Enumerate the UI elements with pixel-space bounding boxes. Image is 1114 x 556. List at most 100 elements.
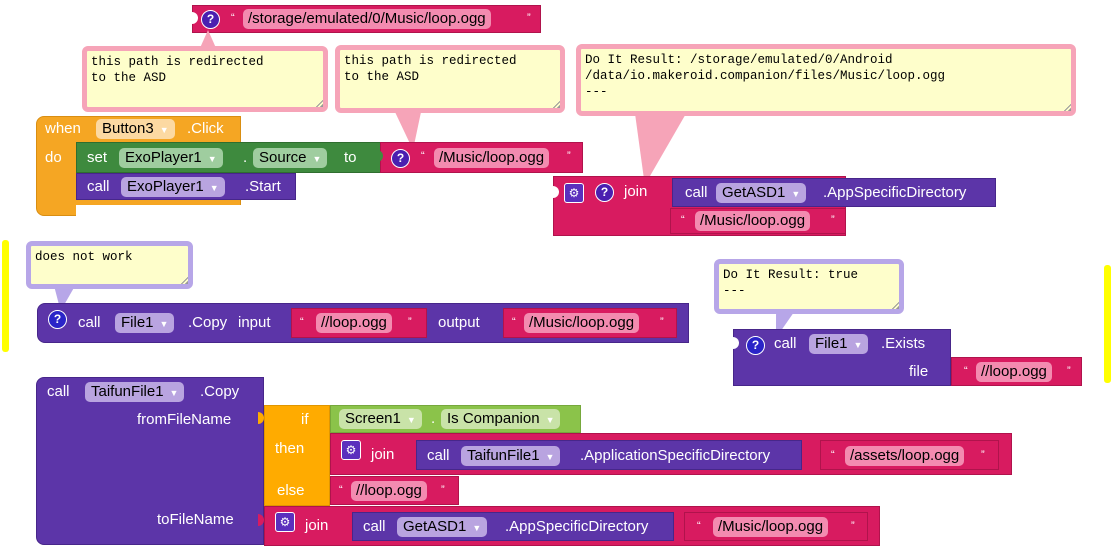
- call-appspecificdirectory-block[interactable]: call GetASD1▼ .AppSpecificDirectory: [672, 178, 996, 207]
- screen-dropdown[interactable]: Screen1▼: [339, 409, 422, 429]
- call-start-block[interactable]: call ExoPlayer1▼ .Start: [76, 173, 296, 200]
- component-dropdown[interactable]: File1▼: [115, 313, 175, 333]
- string-value[interactable]: /storage/emulated/0/Music/loop.ogg: [243, 9, 491, 29]
- close-quote: ”: [981, 449, 985, 461]
- component-dropdown[interactable]: ExoPlayer1▼: [119, 148, 223, 168]
- call-label: call: [78, 314, 101, 331]
- puzzle-notch: [258, 412, 264, 424]
- close-quote: ”: [527, 12, 531, 24]
- component-dropdown[interactable]: GetASD1▼: [716, 183, 807, 203]
- method-name: .Start: [245, 178, 281, 195]
- gear-icon[interactable]: ⚙: [341, 440, 361, 460]
- method-name: .AppSpecificDirectory: [823, 184, 967, 201]
- method-name: .Copy: [200, 383, 240, 400]
- open-quote: “: [831, 449, 835, 461]
- text-block-storage-path[interactable]: ? “ /storage/emulated/0/Music/loop.ogg ”: [192, 5, 541, 33]
- close-quote: ”: [1067, 365, 1071, 377]
- string-value[interactable]: /Music/loop.ogg: [434, 148, 550, 168]
- taifun-copy-block[interactable]: call TaifunFile1▼ .Copy fromFileName toF…: [36, 377, 264, 545]
- call-label: call: [427, 447, 450, 464]
- call-label: call: [363, 518, 386, 535]
- close-quote: ”: [660, 316, 664, 328]
- component-dropdown[interactable]: File1▼: [809, 334, 869, 354]
- string-value[interactable]: //loop.ogg: [316, 313, 392, 333]
- call-applicationspecificdirectory-block[interactable]: call TaifunFile1▼ .ApplicationSpecificDi…: [416, 440, 802, 470]
- puzzle-notch: [377, 150, 383, 162]
- resize-handle-icon[interactable]: [552, 100, 560, 108]
- input-label: input: [238, 314, 271, 331]
- open-quote: “: [300, 316, 304, 328]
- input-text-block[interactable]: “ //loop.ogg ”: [291, 308, 427, 338]
- call-label: call: [87, 178, 110, 195]
- component-dropdown[interactable]: TaifunFile1▼: [461, 446, 561, 466]
- comment-redirect-2[interactable]: this path is redirected to the ASD: [335, 45, 565, 113]
- string-value[interactable]: /Music/loop.ogg: [713, 517, 829, 537]
- when-label: when: [45, 120, 81, 137]
- method-name: .Copy: [188, 314, 228, 331]
- assets-text-block[interactable]: “ /assets/loop.ogg ”: [820, 440, 999, 470]
- help-icon[interactable]: ?: [391, 149, 410, 168]
- component-dropdown[interactable]: GetASD1▼: [397, 517, 488, 537]
- comment-join-result[interactable]: Do It Result: /storage/emulated/0/Androi…: [576, 44, 1076, 116]
- from-filename-label: fromFileName: [137, 411, 232, 428]
- string-value[interactable]: //loop.ogg: [351, 481, 427, 501]
- highlight-bracket-right: [1104, 265, 1111, 383]
- help-icon[interactable]: ?: [48, 310, 67, 329]
- dropdown-arrow-icon: ▼: [209, 183, 219, 193]
- close-quote: ”: [408, 316, 412, 328]
- then-label: then: [275, 440, 305, 457]
- dot: .: [243, 149, 248, 166]
- else-text-block[interactable]: “ //loop.ogg ”: [330, 476, 459, 505]
- music-text-block[interactable]: “ /Music/loop.ogg ”: [684, 512, 868, 541]
- dropdown-arrow-icon: ▼: [545, 415, 555, 425]
- open-quote: “: [964, 365, 968, 377]
- puzzle-notch: [553, 186, 559, 198]
- resize-handle-icon[interactable]: [315, 99, 323, 107]
- dot: .: [431, 410, 436, 427]
- close-quote: ”: [567, 150, 571, 162]
- event-block-bottom: [76, 205, 241, 216]
- if-label: if: [301, 411, 309, 428]
- join-label: join: [371, 446, 395, 463]
- string-value[interactable]: /assets/loop.ogg: [845, 446, 965, 466]
- help-icon[interactable]: ?: [746, 336, 765, 355]
- help-icon[interactable]: ?: [201, 10, 220, 29]
- file-exists-block[interactable]: ? call File1▼ .Exists file: [733, 329, 951, 386]
- resize-handle-icon[interactable]: [1063, 103, 1071, 111]
- dropdown-arrow-icon: ▼: [853, 340, 863, 350]
- resize-handle-icon[interactable]: [891, 301, 899, 309]
- open-quote: “: [697, 520, 701, 532]
- open-quote: “: [681, 214, 685, 226]
- is-companion-block[interactable]: Screen1▼ . Is Companion▼: [330, 405, 581, 433]
- property-dropdown[interactable]: Is Companion▼: [441, 409, 561, 429]
- join-label: join: [305, 517, 329, 534]
- set-label: set: [87, 149, 108, 166]
- property-dropdown[interactable]: Source▼: [253, 148, 328, 168]
- component-dropdown[interactable]: Button3▼: [96, 119, 175, 139]
- if-then-else-block[interactable]: if then else: [264, 405, 330, 506]
- dropdown-arrow-icon: ▼: [159, 125, 169, 135]
- comment-exists-result[interactable]: Do It Result: true ---: [714, 259, 904, 314]
- help-icon[interactable]: ?: [595, 183, 614, 202]
- file-text-block[interactable]: “ //loop.ogg ”: [951, 357, 1082, 386]
- string-value[interactable]: /Music/loop.ogg: [524, 313, 640, 333]
- text-block-music-path[interactable]: ? “ /Music/loop.ogg ”: [380, 142, 583, 173]
- dropdown-arrow-icon: ▼: [207, 154, 217, 164]
- method-name: .Exists: [881, 335, 926, 352]
- open-quote: “: [421, 150, 425, 162]
- string-value[interactable]: /Music/loop.ogg: [695, 211, 811, 231]
- gear-icon[interactable]: ⚙: [564, 183, 584, 203]
- component-dropdown[interactable]: ExoPlayer1▼: [121, 177, 225, 197]
- comment-tail: [594, 115, 686, 185]
- call-appspecificdirectory-block-2[interactable]: call GetASD1▼ .AppSpecificDirectory: [352, 512, 674, 541]
- do-label: do: [45, 149, 62, 166]
- gear-icon[interactable]: ⚙: [275, 512, 295, 532]
- resize-handle-icon[interactable]: [180, 276, 188, 284]
- comment-does-not-work[interactable]: does not work: [26, 241, 193, 289]
- output-text-block[interactable]: “ /Music/loop.ogg ”: [503, 308, 677, 338]
- component-dropdown[interactable]: TaifunFile1▼: [85, 382, 185, 402]
- string-value[interactable]: //loop.ogg: [976, 362, 1052, 382]
- text-block[interactable]: “ /Music/loop.ogg ”: [670, 208, 846, 234]
- set-source-block[interactable]: set ExoPlayer1▼ . Source▼ to: [76, 142, 382, 173]
- comment-redirect-1[interactable]: this path is redirected to the ASD: [82, 46, 328, 112]
